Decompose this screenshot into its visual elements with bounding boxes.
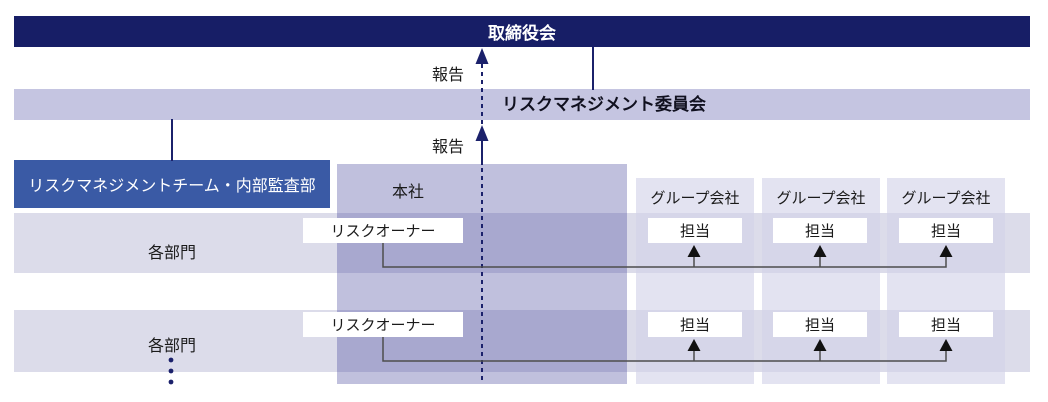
ellipsis-dot-icon <box>168 379 174 385</box>
group-company-column-2: グループ会社 <box>762 178 880 384</box>
staff-box-row2-col3: 担当 <box>899 312 993 337</box>
risk-management-team-label: リスクマネジメントチーム・内部監査部 <box>28 178 316 195</box>
report-label-to-board: 報告 <box>431 67 464 84</box>
group-company-column-1: グループ会社 <box>636 178 754 384</box>
risk-owner-box-row2: リスクオーナー <box>303 312 463 337</box>
board-of-directors-bar: 取締役会 <box>14 16 1030 47</box>
risk-owner-box-row1: リスクオーナー <box>303 218 463 243</box>
staff-box-row1-col3: 担当 <box>899 218 993 243</box>
headquarters-column: 本社 <box>337 164 627 384</box>
risk-management-committee-label: リスクマネジメント委員会 <box>502 95 706 114</box>
risk-management-committee-bar: リスクマネジメント委員会 <box>14 89 1030 120</box>
group-company-label: グループ会社 <box>776 190 866 207</box>
risk-management-team-box: リスクマネジメントチーム・内部監査部 <box>14 160 330 208</box>
report-label-to-committee: 報告 <box>431 139 464 156</box>
report-arrow-to-committee-icon <box>475 125 489 141</box>
department-label-2: 各部門 <box>147 338 196 355</box>
staff-box-row1-col1: 担当 <box>648 218 742 243</box>
group-company-label: グループ会社 <box>901 190 991 207</box>
group-company-column-3: グループ会社 <box>887 178 1005 384</box>
headquarters-label: 本社 <box>392 184 425 201</box>
department-label-1: 各部門 <box>147 245 196 262</box>
group-company-label: グループ会社 <box>650 190 740 207</box>
report-arrow-to-board-icon <box>475 48 489 64</box>
staff-box-row2-col1: 担当 <box>648 312 742 337</box>
staff-box-row1-col2: 担当 <box>773 218 867 243</box>
staff-box-row2-col2: 担当 <box>773 312 867 337</box>
board-of-directors-label: 取締役会 <box>488 24 556 43</box>
